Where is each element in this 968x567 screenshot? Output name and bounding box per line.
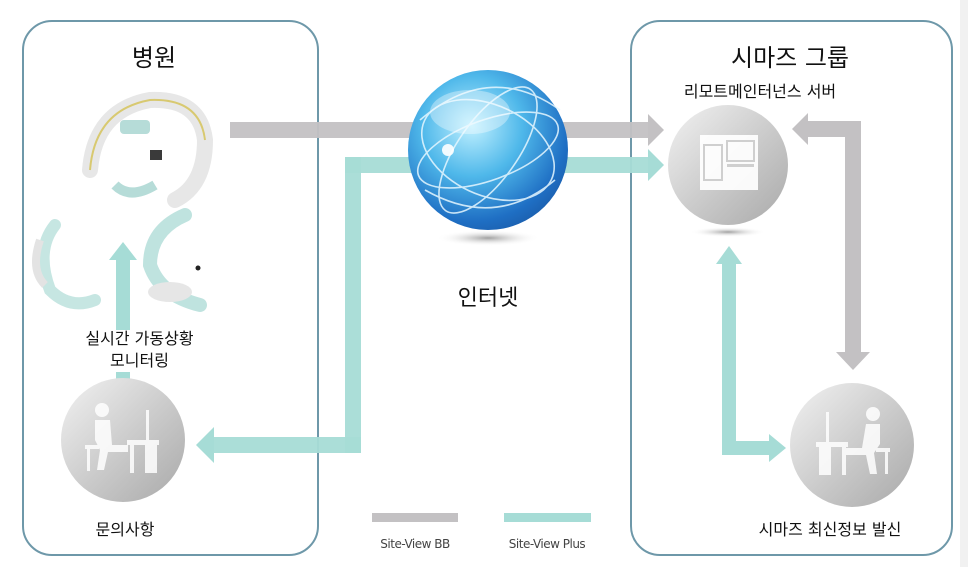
shimadzu-group-panel [630,20,953,556]
server-screen-icon [668,105,788,237]
monitoring-arrow [109,242,137,386]
legend-swatch-site-view-bb [372,513,458,522]
monitoring-label-line1: 실시간 가동상황 [85,329,194,348]
internet-label: 인터넷 [457,286,519,311]
monitoring-label: 실시간 가동상황 모니터링 [62,328,217,372]
server-label: 리모트메인터넌스 서버 [683,82,837,101]
inquiry-label: 문의사항 [95,520,155,539]
shimadzu-group-title: 시마즈 그룹 [730,44,850,72]
legend-swatch-site-view-plus [504,513,591,522]
site-view-bb-path-server-to-update [792,113,870,370]
legend-label-site-view-plus: Site-View Plus [508,537,586,551]
monitoring-label-line2: 모니터링 [110,351,169,370]
hospital-title: 병원 [131,44,177,72]
legend-label-site-view-bb: Site-View BB [380,537,450,551]
internet-globe-icon [408,70,568,246]
inquiry-person-at-desk-icon [61,378,185,502]
update-person-at-desk-icon [790,383,914,507]
site-view-plus-path-server-to-update [716,246,786,462]
page-edge [960,0,968,567]
hospital-panel [22,20,319,556]
update-label: 시마즈 최신정보 발신 [758,520,902,539]
c-arm-xray-equipment-image [32,91,214,312]
